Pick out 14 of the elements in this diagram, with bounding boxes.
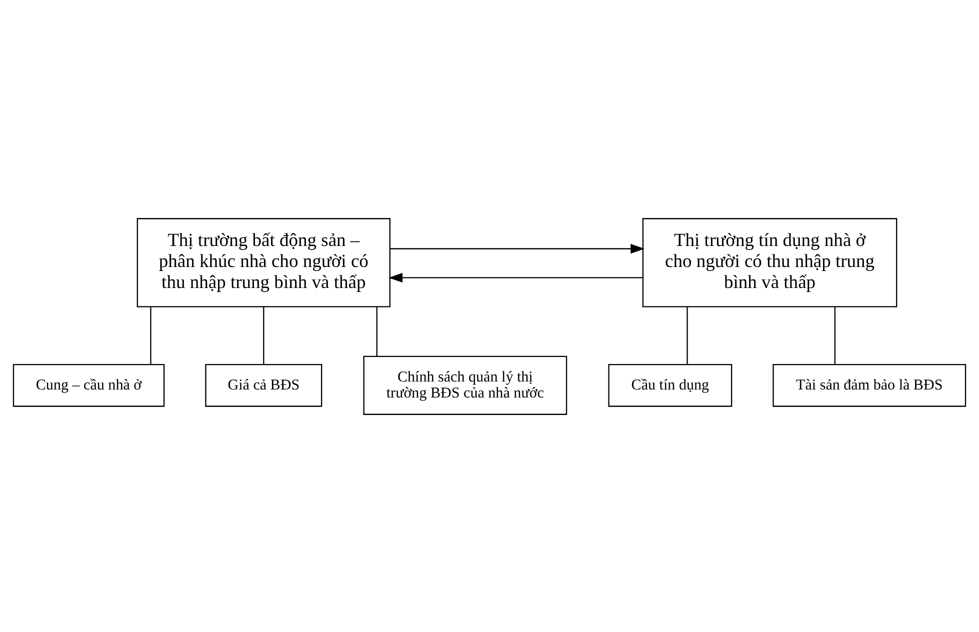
node-box: Chính sách quản lý thị trường BĐS của nhà nước xyxy=(363,355,568,414)
connector xyxy=(263,306,264,364)
node-box: Thị trường tín dụng nhà ở cho người có thu nhập trung bình và thấp xyxy=(642,218,898,307)
arrow xyxy=(388,272,643,282)
connector xyxy=(376,306,378,356)
arrow xyxy=(390,243,645,254)
node-box: Cầu tín dụng xyxy=(608,363,732,406)
connector xyxy=(686,306,688,364)
node-box: Giá cả BĐS xyxy=(205,363,322,406)
connector xyxy=(834,306,836,364)
node-box: Tài sản đảm bảo là BĐS xyxy=(772,363,966,406)
node-box: Cung – cầu nhà ở xyxy=(12,363,165,406)
connector xyxy=(150,306,152,364)
node-box: Thị trường bất động sản – phân khúc nhà cho người có thu nhập trung bình và thấp xyxy=(136,218,390,307)
